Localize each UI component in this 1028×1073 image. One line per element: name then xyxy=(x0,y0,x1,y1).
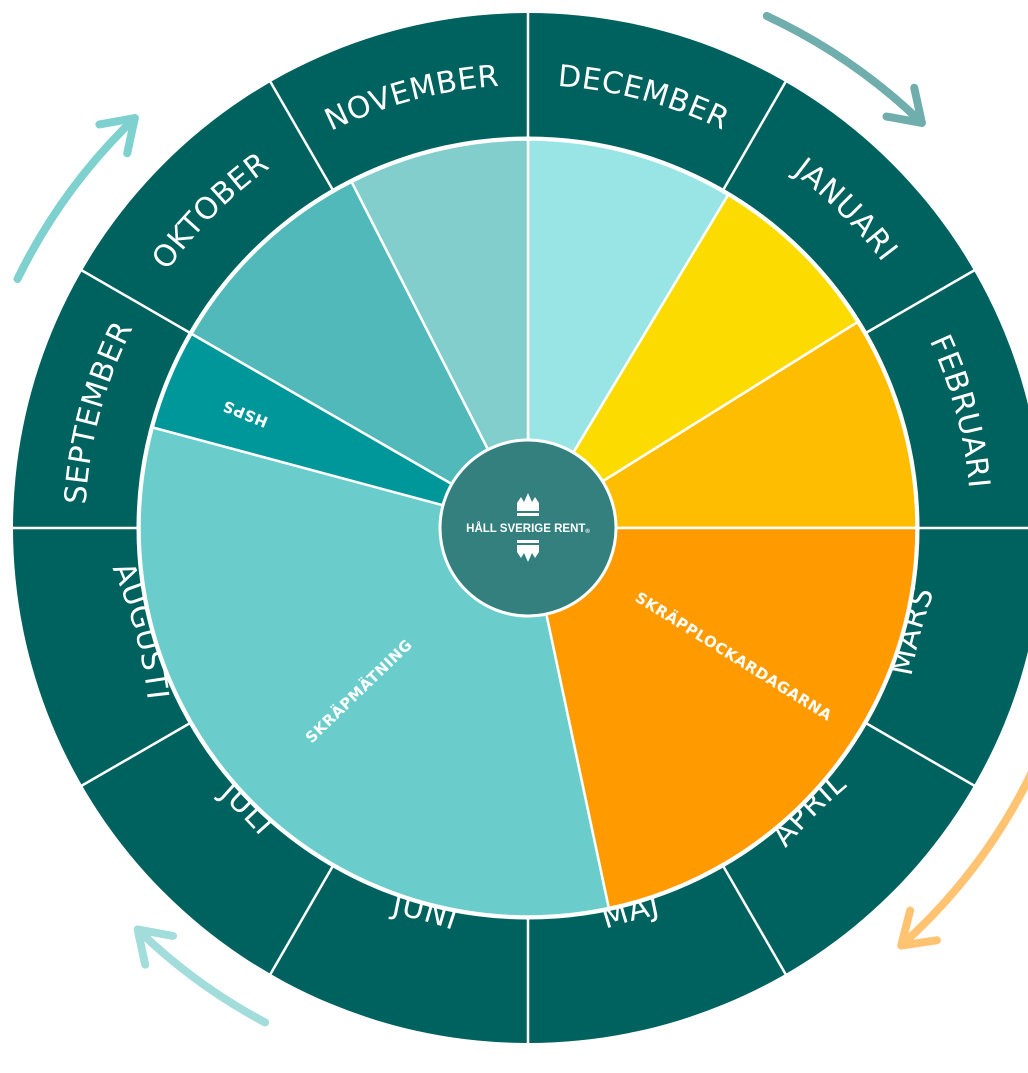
arrow-clockwise-icon xyxy=(134,926,270,1027)
month-divider xyxy=(721,865,788,977)
arrowhead-icon xyxy=(95,114,139,158)
arrow-clockwise-icon xyxy=(898,771,1028,949)
center-hub: HÅLL SVERIGE RENT® xyxy=(438,438,618,618)
segment-period-3 xyxy=(526,320,918,530)
month-divider xyxy=(865,721,977,788)
arrowhead-icon xyxy=(882,83,926,127)
cycle-arrows xyxy=(13,11,1028,1027)
arrowhead-icon xyxy=(897,906,941,950)
hub-circle xyxy=(438,438,618,618)
arrow-clockwise-icon xyxy=(762,11,925,126)
segment-period-8 xyxy=(350,138,530,530)
month-divider xyxy=(865,268,977,335)
segment-period-2 xyxy=(526,193,859,530)
arrowhead-icon xyxy=(133,925,178,969)
arrow-clockwise-icon xyxy=(13,115,138,284)
month-divider xyxy=(721,79,788,191)
hall-sverige-rent-logo-icon xyxy=(517,493,539,562)
segment-period-7 xyxy=(190,180,530,530)
month-divider xyxy=(79,721,191,788)
logo-text: HÅLL SVERIGE RENT® xyxy=(466,522,590,535)
month-divider xyxy=(79,268,191,335)
segment-period-1 xyxy=(526,138,730,530)
ring-inner-border xyxy=(136,136,920,920)
segment-skrapplockardagarna xyxy=(526,526,918,910)
month-divider xyxy=(268,865,335,977)
month-divider xyxy=(268,79,335,191)
